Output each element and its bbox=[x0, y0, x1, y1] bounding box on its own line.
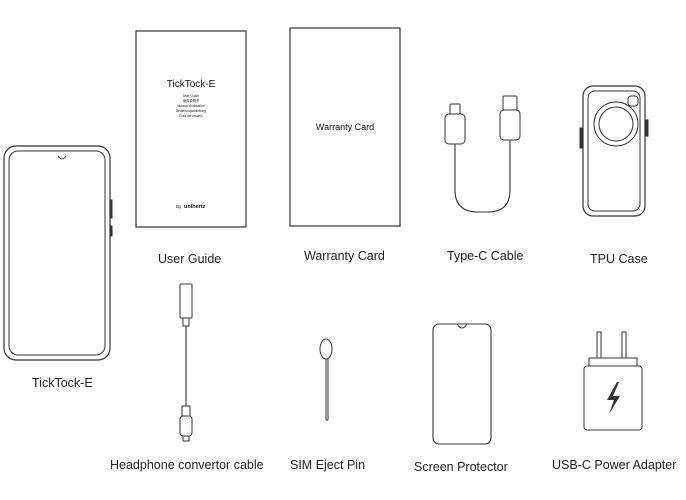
tpu-case-illustration bbox=[579, 85, 649, 217]
warranty-card-text: Warranty Card bbox=[316, 122, 374, 132]
user-guide-brand-logo: unihertz bbox=[184, 204, 206, 210]
power-adapter-illustration bbox=[583, 331, 643, 431]
user-guide-cover-title: TickTock-E bbox=[167, 79, 216, 90]
phone-illustration bbox=[3, 145, 113, 361]
screen-protector-label: Screen Protector bbox=[414, 460, 508, 474]
user-guide-label: User Guide bbox=[158, 252, 222, 266]
user-guide-cover-line: Bedienungsanleitung bbox=[176, 109, 206, 113]
user-guide-cover-line: 使用说明书 bbox=[183, 98, 200, 103]
screen-protector-illustration bbox=[432, 323, 492, 445]
headphone-cable-label: Headphone convertor cable bbox=[110, 458, 264, 472]
user-guide-cover-line: User Guide bbox=[183, 94, 199, 98]
tpu-case-label: TPU Case bbox=[590, 252, 648, 266]
sim-pin-label: SIM Eject Pin bbox=[290, 458, 366, 472]
sim-pin-illustration bbox=[319, 338, 333, 421]
user-guide-illustration: TickTock-E User Guide 使用说明书 Manuel d'uti… bbox=[135, 30, 247, 228]
type-c-cable-label: Type-C Cable bbox=[447, 249, 524, 263]
warranty-card-illustration: Warranty Card bbox=[289, 27, 401, 227]
headphone-cable-illustration bbox=[179, 283, 193, 442]
type-c-cable-illustration bbox=[444, 95, 521, 213]
user-guide-brand-prefix: By bbox=[176, 204, 182, 209]
phone-label: TickTock-E bbox=[32, 376, 93, 390]
power-adapter-label: USB-C Power Adapter bbox=[552, 458, 677, 472]
user-guide-cover-line: Manuel d'utilisation bbox=[177, 104, 204, 108]
warranty-card-label: Warranty Card bbox=[304, 249, 385, 263]
user-guide-cover-line: Guía del usuario bbox=[179, 114, 203, 118]
